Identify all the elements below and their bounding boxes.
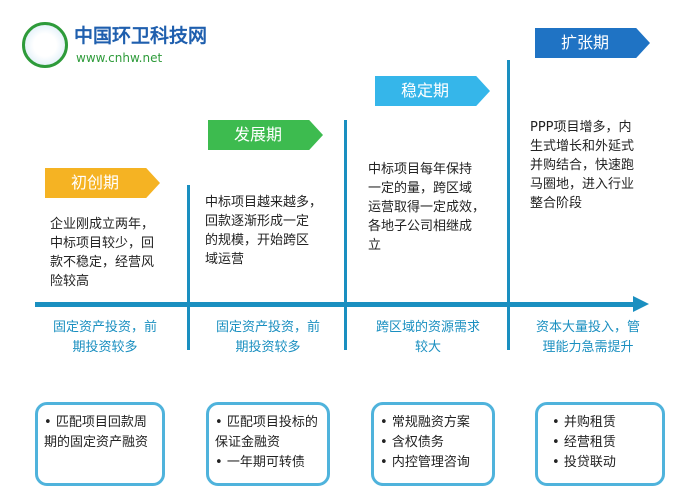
solution-box-growth: 匹配项目投标的保证金融资一年期可转债 (206, 402, 330, 486)
stage-desc-stable: 中标项目每年保持一定的量，跨区域运营取得一定成效，各地子公司相继成立 (368, 162, 486, 253)
solution-box-stable: 常规融资方案含权债务内控管理咨询 (371, 402, 495, 486)
divider-2 (344, 120, 347, 350)
divider-1 (187, 185, 190, 350)
stage-desc-startup: 企业刚成立两年，中标项目较少，回款不稳定，经营风险较高 (50, 217, 155, 289)
need-startup: 固定资产投资，前期投资较多 (52, 320, 157, 355)
stage-tag-startup: 初创期 (45, 168, 160, 198)
arrow-head-icon (633, 296, 649, 312)
solution-box-expansion: 并购租赁经营租赁投贷联动 (535, 402, 665, 486)
stage-desc-expansion: PPP项目增多，内生式增长和外延式并购结合，快速跑马圈地，进入行业整合阶段 (530, 120, 635, 211)
watermark-url: www.cnhw.net (76, 51, 163, 65)
stage-desc-growth: 中标项目越来越多，回款逐渐形成一定的规模，开始跨区域运营 (205, 195, 323, 267)
need-growth: 固定资产投资，前期投资较多 (215, 320, 320, 355)
globe-logo-icon (22, 22, 68, 68)
divider-3 (507, 60, 510, 350)
stage-tag-growth: 发展期 (208, 120, 323, 150)
need-stable: 跨区域的资源需求较大 (375, 320, 480, 355)
need-expansion: 资本大量投入，管理能力急需提升 (535, 320, 640, 355)
stage-tag-expansion: 扩张期 (535, 28, 650, 58)
timeline-axis (35, 302, 635, 307)
solution-box-startup: 匹配项目回款周期的固定资产融资 (35, 402, 165, 486)
stage-tag-stable: 稳定期 (375, 76, 490, 106)
watermark-name: 中国环卫科技网 (74, 25, 208, 47)
